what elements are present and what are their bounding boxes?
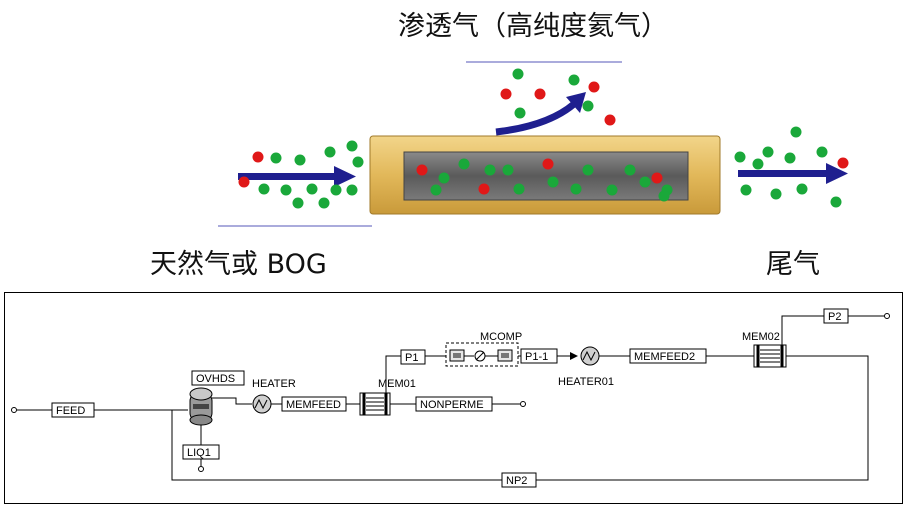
molecule-green xyxy=(438,172,450,184)
molecule-red xyxy=(416,164,428,176)
compressor-block-mcomp[interactable]: MCOMP xyxy=(445,331,522,367)
molecule-green xyxy=(294,154,306,166)
molecule-green xyxy=(484,164,496,176)
feed-label: 天然气或 BOG xyxy=(150,249,327,280)
stream-memfeed2[interactable]: MEMFEED2 xyxy=(599,348,754,364)
molecule-green xyxy=(324,146,336,158)
molecule-green xyxy=(352,156,364,168)
molecule-green xyxy=(582,164,594,176)
molecule-green xyxy=(514,107,526,119)
molecule-green xyxy=(330,184,342,196)
molecule-green xyxy=(430,184,442,196)
molecule-green xyxy=(790,126,802,138)
molecule-green xyxy=(547,176,559,188)
stream-p1-1[interactable]: P1-1 xyxy=(518,348,578,364)
tail-gas-label: 尾气 xyxy=(766,249,820,280)
molecule-red xyxy=(238,176,250,188)
molecule-red xyxy=(478,183,490,195)
molecule-green xyxy=(816,146,828,158)
stream-ovhds[interactable]: OVHDS xyxy=(191,370,252,405)
stream-np2[interactable]: NP2 xyxy=(171,355,869,488)
molecule-green xyxy=(270,152,282,164)
molecule-green xyxy=(606,184,618,196)
stream-label-feed: FEED xyxy=(56,405,85,417)
stream-label-p1-1: P1-1 xyxy=(525,351,548,363)
molecule-green xyxy=(770,188,782,200)
block-label-mcomp: MCOMP xyxy=(480,331,522,343)
molecule-green xyxy=(830,196,842,208)
heater-block-heater01[interactable]: HEATER01 xyxy=(558,346,614,388)
molecule-green xyxy=(292,197,304,209)
stream-label-liq1: LIQ1 xyxy=(187,447,211,459)
stream-nonperme[interactable]: NONPERME xyxy=(390,396,526,412)
molecule-green xyxy=(752,158,764,170)
molecule-green xyxy=(458,158,470,170)
block-label-heater: HEATER xyxy=(252,378,296,390)
molecule-red xyxy=(604,114,616,126)
stream-label-ovhds: OVHDS xyxy=(196,373,235,385)
molecule-green xyxy=(512,68,524,80)
flowsheet-border xyxy=(4,292,903,504)
gas-molecules xyxy=(238,68,849,209)
molecule-red xyxy=(837,157,849,169)
stream-liq1[interactable]: LIQ1 xyxy=(182,425,220,472)
molecule-green xyxy=(318,197,330,209)
permeate-label: 渗透气（高纯度氦气） xyxy=(398,11,668,42)
molecule-green xyxy=(784,152,796,164)
molecule-green xyxy=(346,184,358,196)
stream-label-nonperme: NONPERME xyxy=(420,399,484,411)
outlet-arrow xyxy=(738,163,848,184)
molecule-green xyxy=(346,140,358,152)
molecule-red xyxy=(542,158,554,170)
block-label-heater01: HEATER01 xyxy=(558,376,614,388)
molecule-red xyxy=(588,81,600,93)
heater-block[interactable]: HEATER xyxy=(252,378,296,414)
stream-p2[interactable]: P2 xyxy=(781,308,890,345)
molecule-green xyxy=(658,190,670,202)
molecule-green xyxy=(582,100,594,112)
molecule-red xyxy=(252,151,264,163)
molecule-red xyxy=(500,88,512,100)
stream-label-np2: NP2 xyxy=(506,475,527,487)
molecule-green xyxy=(796,183,808,195)
stream-label-p1: P1 xyxy=(405,352,418,364)
molecule-green xyxy=(513,183,525,195)
stream-p1[interactable]: P1 xyxy=(385,349,446,393)
stream-label-memfeed: MEMFEED xyxy=(286,399,341,411)
stream-label-p2: P2 xyxy=(828,311,841,323)
flash-drum[interactable] xyxy=(189,387,213,426)
inlet-arrow xyxy=(238,166,356,187)
molecule-green xyxy=(280,184,292,196)
molecule-red xyxy=(651,172,663,184)
membrane-block-mem01[interactable]: MEM01 xyxy=(359,378,416,416)
membrane-illustration xyxy=(218,61,849,227)
block-label-mem01: MEM01 xyxy=(378,378,416,390)
molecule-green xyxy=(624,164,636,176)
membrane-block-mem02[interactable]: MEM02 xyxy=(742,331,787,368)
stream-label-memfeed2: MEMFEED2 xyxy=(634,351,695,363)
molecule-green xyxy=(258,183,270,195)
permeate-arrow xyxy=(495,92,586,136)
molecule-green xyxy=(762,146,774,158)
molecule-green xyxy=(734,151,746,163)
molecule-green xyxy=(740,184,752,196)
stream-feed[interactable]: FEED xyxy=(11,402,189,418)
molecule-green xyxy=(639,176,651,188)
molecule-red xyxy=(534,88,546,100)
molecule-green xyxy=(568,74,580,86)
molecule-green xyxy=(570,183,582,195)
stream-memfeed[interactable]: MEMFEED xyxy=(271,396,360,412)
block-label-mem02: MEM02 xyxy=(742,331,780,343)
molecule-green xyxy=(502,164,514,176)
molecule-green xyxy=(306,183,318,195)
